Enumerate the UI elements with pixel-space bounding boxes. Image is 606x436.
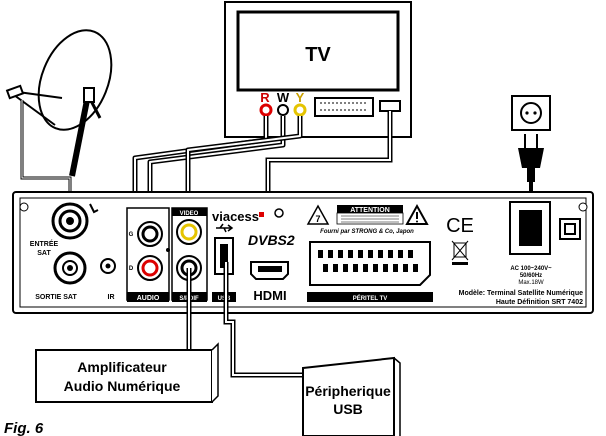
scart-pin bbox=[348, 250, 353, 258]
sat-input-label2: SAT bbox=[37, 250, 51, 257]
satellite-dish-icon bbox=[5, 29, 113, 177]
scart-pin bbox=[353, 264, 358, 272]
scart-pin bbox=[358, 250, 363, 258]
power-inlet-port bbox=[509, 201, 551, 255]
amplifier-line-2: Audio Numérique bbox=[64, 378, 181, 394]
usb-device-line-1: Péripherique bbox=[305, 383, 391, 399]
viaccess-dot bbox=[259, 212, 264, 217]
audio-left-port bbox=[137, 221, 163, 247]
weee-bin-icon bbox=[451, 240, 469, 265]
video-port bbox=[176, 219, 202, 245]
scart-pin bbox=[378, 250, 383, 258]
hdmi-logo: HDMI bbox=[253, 288, 286, 303]
scart-pin bbox=[338, 250, 343, 258]
usb-device-box bbox=[302, 356, 401, 436]
scart-pin bbox=[318, 250, 323, 258]
sat-input-port bbox=[51, 202, 89, 240]
ir-port bbox=[100, 258, 116, 274]
dvb-s2-logo: DVBS2 bbox=[248, 232, 295, 248]
peritel-label: PÉRITEL TV bbox=[353, 294, 388, 302]
scart-pin bbox=[328, 250, 333, 258]
warning-number: 7 bbox=[315, 214, 320, 224]
audio-label: AUDIO bbox=[137, 295, 160, 302]
scart-pin bbox=[393, 264, 398, 272]
scart-pin bbox=[373, 264, 378, 272]
sat-cable-angle bbox=[89, 203, 99, 214]
tv-rca-y-label: Y bbox=[296, 90, 305, 105]
audio-right-port bbox=[137, 255, 163, 281]
class2-double-square-icon bbox=[559, 218, 581, 240]
power-spec-2: 50/60Hz bbox=[520, 273, 542, 279]
usb-device-line-2: USB bbox=[333, 401, 363, 417]
hdmi-port bbox=[250, 261, 289, 280]
scart-pin bbox=[368, 250, 373, 258]
power-socket-icon bbox=[511, 95, 551, 131]
tv-hdmi-port bbox=[379, 100, 401, 112]
model-line-1: Modèle: Terminal Satellite Numérique bbox=[459, 290, 583, 297]
viaccess-logo: viacess bbox=[212, 209, 259, 224]
model-line-2: Haute Définition SRT 7402 bbox=[496, 299, 583, 306]
supplier-text: Fourni par STRONG & Co, Japon bbox=[320, 229, 414, 235]
scart-pin bbox=[383, 264, 388, 272]
scart-pin bbox=[388, 250, 393, 258]
ir-dial bbox=[166, 248, 170, 252]
audio-d-label: D bbox=[129, 266, 134, 272]
scart-pin bbox=[363, 264, 368, 272]
tv-rca-w-label: W bbox=[277, 90, 290, 105]
scart-pin bbox=[398, 250, 403, 258]
tv-rca-r-label: R bbox=[260, 90, 270, 105]
ir-label: IR bbox=[108, 294, 115, 301]
figure-label: Fig. 6 bbox=[4, 420, 44, 436]
scart-pin bbox=[413, 264, 418, 272]
tv-scart-port bbox=[314, 97, 374, 117]
scart-pin bbox=[343, 264, 348, 272]
usb-icon bbox=[216, 223, 234, 233]
attention-label: ATTENTION bbox=[350, 207, 390, 214]
audio-g-label: G bbox=[129, 232, 134, 238]
scart-port bbox=[309, 241, 431, 286]
sat-input-label: ENTRÉE bbox=[30, 239, 59, 248]
scart-pin bbox=[403, 264, 408, 272]
amplifier-box bbox=[35, 342, 219, 403]
power-spec-1: AC 100~240V~ bbox=[510, 266, 552, 272]
caution-triangle-icon bbox=[405, 203, 429, 225]
scart-pin bbox=[408, 250, 413, 258]
sat-output-label: SORTIE SAT bbox=[35, 294, 77, 301]
amplifier-line-1: Amplificateur bbox=[77, 359, 167, 375]
power-spec-3: Max.18W bbox=[518, 280, 544, 286]
tv-label: TV bbox=[305, 44, 331, 66]
scart-pin bbox=[333, 264, 338, 272]
video-label: VIDEO bbox=[180, 211, 199, 217]
ground-screw bbox=[274, 208, 284, 218]
ce-mark: CE bbox=[446, 215, 474, 237]
warning-triangle-icon bbox=[306, 204, 330, 225]
tv-monitor: TV R W Y bbox=[224, 1, 412, 138]
sat-output-port bbox=[53, 251, 87, 285]
scart-pin bbox=[323, 264, 328, 272]
